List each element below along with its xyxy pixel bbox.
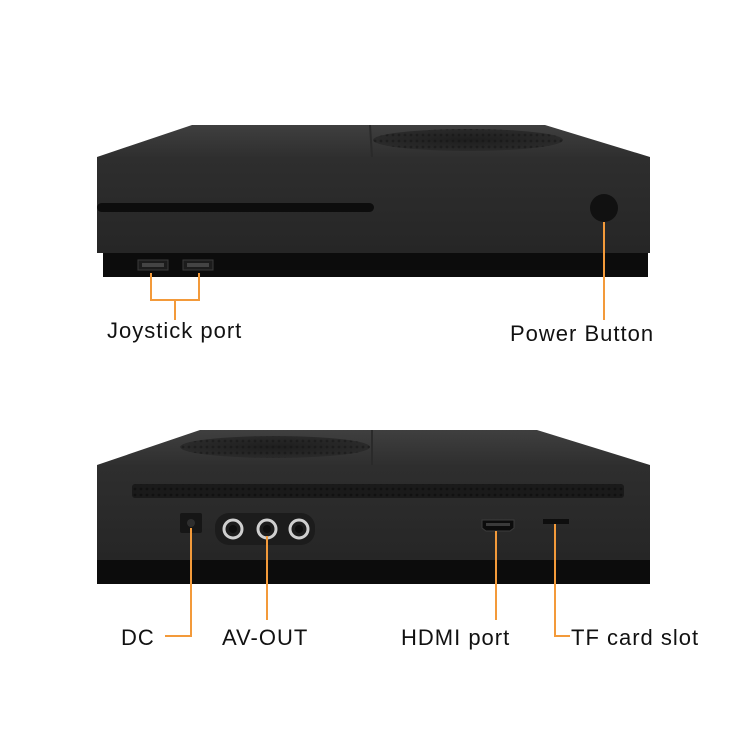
console-front-view [97,124,650,277]
label-hdmi-port: HDMI port [401,625,511,650]
label-dc: DC [121,625,155,650]
power-button [590,194,618,222]
tf-card-slot [543,519,569,524]
back-callout-lines [165,524,570,637]
front-callout-lines [150,222,605,320]
label-tf-card-slot: TF card slot [571,625,700,650]
disc-slot [97,203,374,212]
label-av-out: AV-OUT [222,625,309,650]
label-joystick-port: Joystick port [107,318,243,343]
label-power-button: Power Button [510,321,655,346]
console-back-view [97,430,650,584]
